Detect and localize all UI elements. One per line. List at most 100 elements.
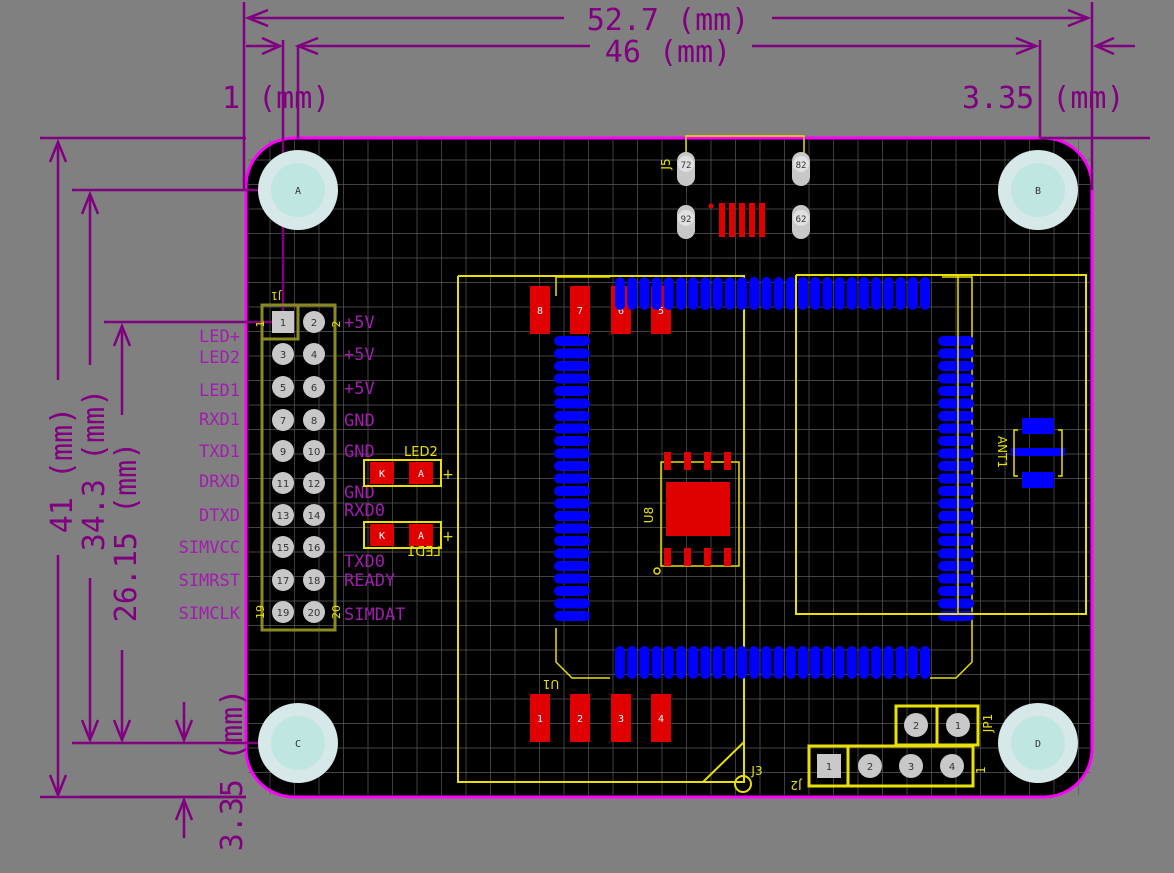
module-pad-right	[938, 486, 974, 496]
led2-a: A	[418, 469, 424, 480]
module-pad-top	[737, 277, 747, 310]
j2-designator: J2	[790, 778, 802, 792]
module-pad-right	[938, 423, 974, 434]
module-pad-top	[785, 277, 796, 310]
module-pad-bottom	[688, 646, 699, 679]
hole-label-c: C	[295, 739, 301, 750]
module-pad-bottom	[737, 646, 747, 679]
j1-pin-number: 20	[308, 608, 321, 619]
connector-j5: 72 82 92 62 J5	[659, 135, 810, 239]
dim-label-left-offset: 1 (mm)	[222, 81, 330, 116]
j1-left-labels: LED+LED2LED1RXD1TXD1DRXDDTXDSIMVCCSIMRST…	[179, 327, 241, 624]
u1-smd-pad	[570, 694, 590, 742]
j1-net-label-left: SIMVCC	[179, 538, 240, 558]
j1-pad	[272, 472, 294, 494]
j1-pad	[303, 601, 325, 623]
j1-pad	[272, 536, 294, 558]
j1-pin-number: 11	[277, 479, 290, 490]
antenna-ant1: ANT1	[795, 274, 1087, 615]
j1-pin-number: 13	[277, 511, 290, 522]
module-pad-left	[554, 423, 590, 434]
j1-net-label-left: RXD1	[199, 410, 240, 430]
u1-smd-pad-number: 3	[618, 714, 624, 725]
j1-pin-number: 3	[280, 350, 286, 361]
module-pad-bottom	[871, 646, 882, 679]
module-pad-top	[651, 277, 662, 310]
module-pad-right	[938, 561, 974, 571]
j1-pad	[303, 376, 325, 398]
jp1-designator: JP1	[981, 714, 995, 733]
j1-net-label-right: TXD0	[344, 552, 385, 572]
module-pad-top	[822, 277, 833, 310]
dimension-top	[242, 2, 1150, 322]
j1-pin-number: 16	[308, 543, 321, 554]
j1-net-label-right: SIMDAT	[344, 605, 405, 625]
jumper-jp1: 2 1 JP1	[894, 704, 995, 747]
j2-pin-4: 4	[949, 762, 955, 773]
j1-pin20-mark: 20	[330, 605, 343, 619]
j1-net-label-right: GND	[344, 483, 375, 503]
u1-smd-pad	[570, 286, 590, 334]
module-pad-right	[938, 498, 974, 509]
u1-smd-pad	[651, 694, 671, 742]
module-pad-right	[938, 361, 974, 371]
module-pad-top	[700, 277, 711, 310]
led2-plus: +	[442, 467, 454, 483]
module-pad-left	[554, 498, 590, 509]
module-pad-right	[938, 548, 974, 559]
dim-label-bottom-3-35: 3.35 (mm)	[215, 689, 250, 852]
j1-pad	[272, 504, 294, 526]
module-pad-right	[938, 536, 974, 546]
j1-net-label-left: LED+	[199, 327, 240, 347]
connector-j2: 1 2 3 4 J2 1	[790, 744, 988, 792]
j1-pin-number: 2	[311, 318, 317, 329]
module-pad-bottom	[712, 646, 723, 679]
j1-net-label-left: LED1	[199, 381, 240, 401]
module-pad-top	[676, 277, 686, 310]
j3-designator: J3	[750, 764, 762, 778]
j1-pin-number: 8	[311, 416, 317, 427]
j1-net-label-left: SIMCLK	[179, 604, 241, 624]
module-pad-right	[938, 348, 974, 359]
j1-net-label-right: READY	[344, 571, 395, 591]
module-pad-left	[554, 523, 590, 534]
module-pad-top	[798, 277, 808, 310]
module-pad-left	[554, 373, 590, 384]
module-pad-left	[554, 461, 590, 471]
module-pad-top	[639, 277, 650, 310]
module-pad-left	[554, 598, 590, 609]
dim-label-41: 41 (mm)	[45, 407, 80, 533]
module-pad-bottom	[798, 646, 808, 679]
j5-pin-82: 82	[796, 161, 807, 171]
module-pad-bottom	[615, 646, 625, 679]
j1-pin2-mark: 2	[330, 321, 343, 328]
module-pad-left	[554, 411, 590, 421]
module-pad-bottom	[846, 646, 857, 679]
component-u8: U8	[642, 452, 740, 575]
u1-designator: U1	[543, 677, 559, 691]
module-pad-right	[938, 511, 974, 521]
module-pad-right	[938, 523, 974, 534]
module-pad-right	[938, 611, 974, 621]
mounting-hole-a: A	[258, 150, 338, 230]
j1-pin-number: 15	[277, 543, 290, 554]
module-pad-bottom	[920, 646, 930, 679]
module-pad-top	[773, 277, 784, 310]
u1-smd-pad-number: 7	[577, 306, 583, 317]
module-pad-right	[938, 411, 974, 421]
j1-pin-number: 18	[308, 576, 321, 587]
jp1-pin-2: 2	[913, 721, 919, 732]
j1-pad	[272, 601, 294, 623]
j1-net-label-right: +5V	[344, 379, 375, 399]
module-pad-bottom	[785, 646, 796, 679]
j1-pin-number: 9	[280, 447, 286, 458]
jp1-pin-1: 1	[955, 721, 961, 732]
j1-pad	[303, 569, 325, 591]
module-pad-right	[938, 448, 974, 459]
j1-pad	[272, 569, 294, 591]
j1-net-label-left: SIMRST	[179, 571, 240, 591]
j1-pad	[303, 409, 325, 431]
module-pad-bottom	[676, 646, 686, 679]
